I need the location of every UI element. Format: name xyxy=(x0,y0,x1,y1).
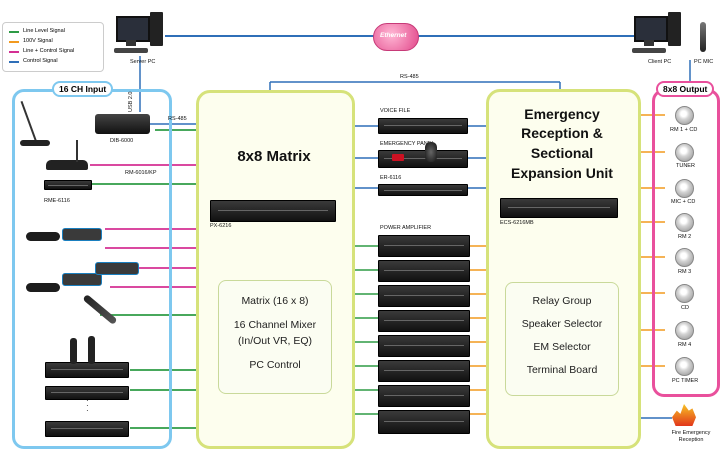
speaker-icon xyxy=(675,248,694,267)
matrix-title: 8x8 Matrix xyxy=(237,148,311,165)
zone-label-7: RM 4 xyxy=(678,342,692,348)
speaker-icon xyxy=(675,284,694,303)
ecs-6216mb-device xyxy=(500,198,618,218)
legend-100v: 100V Signal xyxy=(23,38,53,44)
ethernet-cloud: Ethernet xyxy=(373,23,419,51)
px-6216-label: PX-6216 xyxy=(210,223,232,229)
client-pc-label: Client PC xyxy=(648,59,672,65)
server-pc xyxy=(112,10,164,56)
output-panel-title: 8x8 Output xyxy=(656,81,715,97)
rme-6116-label: RME-6116 xyxy=(44,198,70,204)
legend-swatch-line-control xyxy=(9,51,19,53)
rme-6116-device xyxy=(44,180,92,190)
power-amp-6 xyxy=(378,360,470,382)
zone-label-2: TUNER xyxy=(676,163,695,169)
px-6216-device xyxy=(210,200,336,222)
zone-label-8: PC TIMER xyxy=(672,378,699,384)
matrix-feature-box: Matrix (16 x 8) 16 Channel Mixer (In/Out… xyxy=(218,280,332,394)
legend-swatch-control xyxy=(9,61,19,63)
zone-label-1: RM 1 + CD xyxy=(670,127,698,133)
legend-line-control: Line + Control Signal xyxy=(23,48,75,54)
emergency-feature-3: EM Selector xyxy=(533,341,591,353)
power-amp-2 xyxy=(378,260,470,282)
monitor-icon xyxy=(634,16,668,42)
usb-label: USB 2.0 xyxy=(128,91,134,112)
wireless-receiver xyxy=(45,362,129,378)
emergency-title-3: Sectional xyxy=(530,145,594,161)
dib-6000-label: DIB-6000 xyxy=(110,138,134,144)
emergency-feature-4: Terminal Board xyxy=(526,364,598,376)
pc-mic-label: PC MIC xyxy=(694,59,714,65)
paging-mic-1 xyxy=(26,232,60,241)
pc-mic-icon xyxy=(700,22,706,52)
input-panel-title: 16 CH Input xyxy=(52,81,114,97)
matrix-feature-1: Matrix (16 x 8) xyxy=(241,295,309,307)
speaker-icon xyxy=(675,106,694,125)
voice-file-device xyxy=(378,118,468,134)
output-panel xyxy=(652,89,720,397)
voice-file-label: VOICE FILE xyxy=(380,108,411,114)
emergency-title-2: Reception & xyxy=(521,125,603,141)
emergency-feature-1: Relay Group xyxy=(532,295,592,307)
power-amplifier-label: POWER AMPLIFIER xyxy=(380,225,432,231)
power-amp-5 xyxy=(378,335,470,357)
speaker-icon xyxy=(675,179,694,198)
emergency-title-1: Emergency xyxy=(524,106,600,122)
rack-player-2 xyxy=(45,421,129,437)
speaker-icon xyxy=(675,143,694,162)
matrix-feature-3: (In/Out VR, EQ) xyxy=(237,335,313,347)
rs485-input-label: RS-485 xyxy=(168,116,187,122)
fire-emergency-label: Fire Emergency Reception xyxy=(671,430,711,443)
ecs-6216mb-label: ECS-6216MB xyxy=(500,220,534,226)
speaker-icon xyxy=(675,321,694,340)
power-amp-4 xyxy=(378,310,470,332)
emergency-panel-label: EMERGENCY PANEL xyxy=(380,141,435,147)
legend-swatch-100v xyxy=(9,41,19,43)
zone-label-4: RM 2 xyxy=(678,234,692,240)
ethernet-label: Ethernet xyxy=(380,32,407,39)
er-6116-label: ER-6116 xyxy=(380,175,402,181)
emergency-feature-2: Speaker Selector xyxy=(521,318,603,330)
speaker-icon xyxy=(675,213,694,232)
power-amp-8 xyxy=(378,410,470,434)
speaker-icon xyxy=(675,357,694,376)
dib-6000-device xyxy=(95,114,150,134)
power-amp-3 xyxy=(378,285,470,307)
er-6116-device xyxy=(378,184,468,196)
rm-6016-label: RM-6016/KP xyxy=(125,170,157,176)
matrix-panel xyxy=(196,90,355,449)
paging-mic-2 xyxy=(26,283,60,292)
ellipsis-dots: ··· xyxy=(86,396,89,415)
rack-player-1 xyxy=(45,386,129,400)
power-amp-1 xyxy=(378,235,470,257)
emergency-title-4: Expansion Unit xyxy=(511,165,613,181)
zone-label-6: CD xyxy=(681,305,689,311)
emergency-feature-box: Relay Group Speaker Selector EM Selector… xyxy=(505,282,619,396)
server-pc-label: Server PC xyxy=(130,59,156,65)
power-amp-7 xyxy=(378,385,470,407)
monitor-icon xyxy=(116,16,150,42)
legend-line-level: Line Level Signal xyxy=(23,28,65,34)
zone-label-5: RM 3 xyxy=(678,269,692,275)
legend-control: Control Signal xyxy=(23,58,58,64)
rs485-top-label: RS-485 xyxy=(400,74,419,80)
matrix-feature-4: PC Control xyxy=(249,359,301,371)
legend-swatch-line-level xyxy=(9,31,19,33)
input-signal-lines xyxy=(90,129,197,429)
zone-label-3: MIC + CD xyxy=(671,199,696,205)
matrix-feature-2: 16 Channel Mixer xyxy=(233,319,317,331)
client-pc xyxy=(630,10,682,56)
rm-6016-device xyxy=(46,160,88,170)
legend: Line Level Signal 100V Signal Line + Con… xyxy=(2,22,104,72)
